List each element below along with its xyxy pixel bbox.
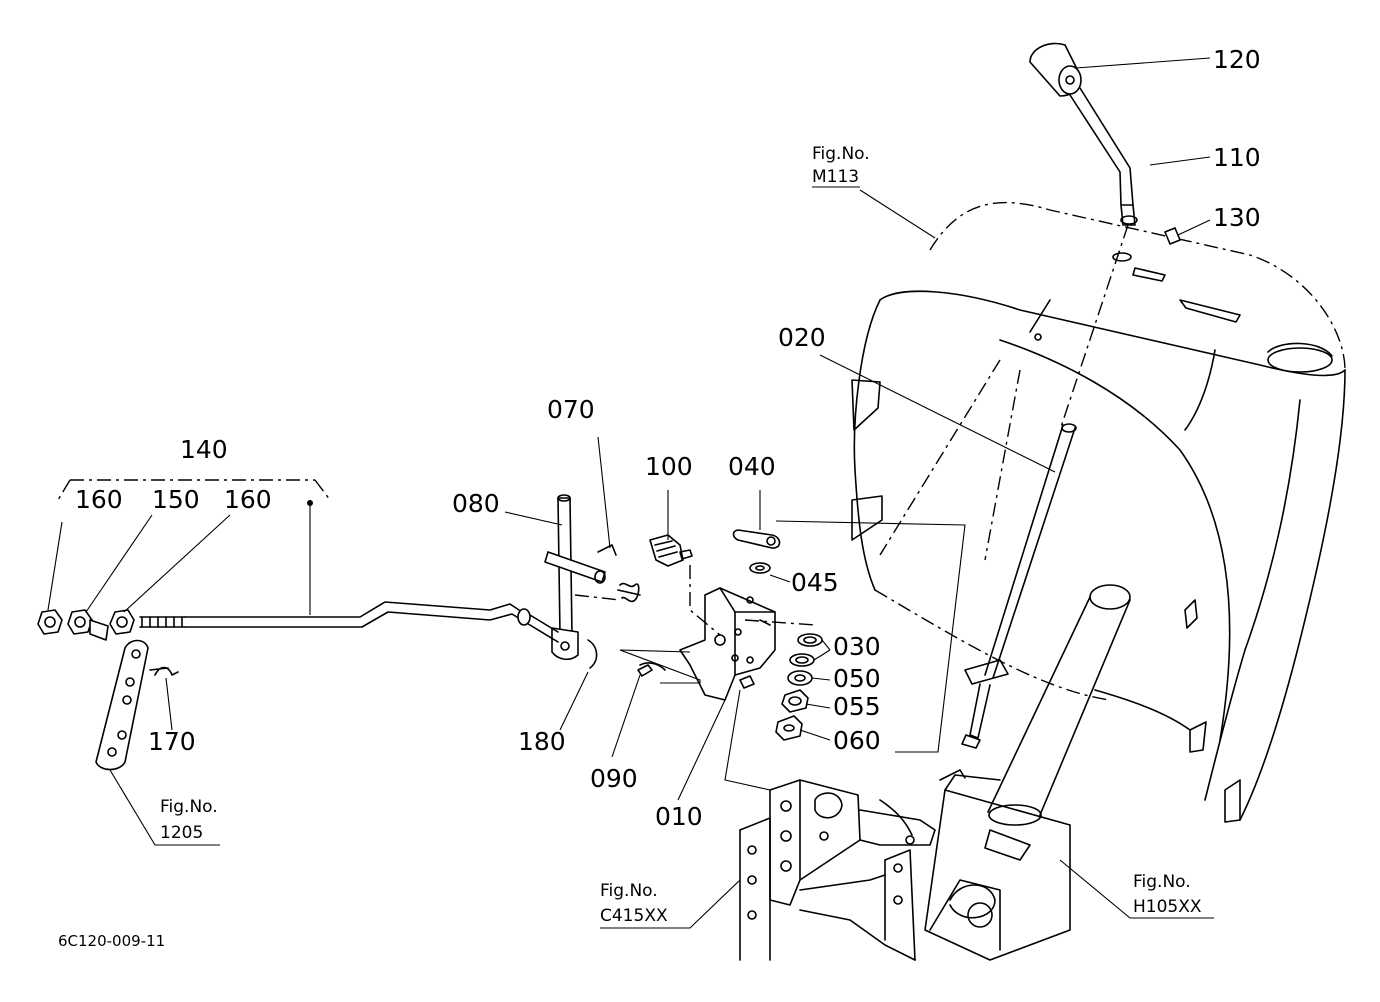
rod-nuts xyxy=(37,609,135,641)
part-label: 110 xyxy=(1213,143,1261,172)
part-label: 160 xyxy=(224,485,272,514)
part-label: 070 xyxy=(547,395,595,424)
part-label: 090 xyxy=(590,764,638,793)
shift-arm xyxy=(544,494,617,669)
shift-rod xyxy=(139,601,559,643)
steering-column xyxy=(924,584,1131,961)
part-label: 170 xyxy=(148,727,196,756)
part-label: 060 xyxy=(833,726,881,755)
part-label: 120 xyxy=(1213,45,1261,74)
shift-lever xyxy=(1029,42,1181,431)
part-label: 180 xyxy=(518,727,566,756)
part-label: 080 xyxy=(452,489,500,518)
shift-bracket xyxy=(679,587,776,701)
part-label: 010 xyxy=(655,802,703,831)
part-label: 150 xyxy=(152,485,200,514)
dash-panel xyxy=(851,201,1346,823)
figure-ref-label: Fig.No. xyxy=(1133,872,1191,892)
part-label: 100 xyxy=(645,452,693,481)
part-label: 030 xyxy=(833,632,881,661)
figure-ref-code: H105XX xyxy=(1133,897,1202,917)
part-label: 045 xyxy=(791,568,839,597)
leader-lines xyxy=(47,57,1214,929)
part-label: 160 xyxy=(75,485,123,514)
figure-ref-code: 1205 xyxy=(160,823,203,843)
control-rod xyxy=(879,359,1077,749)
figure-references: Fig.No. M113 Fig.No. 1205 Fig.No. C415XX… xyxy=(160,144,1202,926)
part-label: 140 xyxy=(180,435,228,464)
spring-and-pin xyxy=(617,534,693,677)
part-label: 050 xyxy=(833,664,881,693)
drawing-code: 6C120-009-11 xyxy=(58,932,165,950)
figure-ref-code: M113 xyxy=(812,167,859,187)
link-plate xyxy=(95,639,179,771)
part-label: 130 xyxy=(1213,203,1261,232)
figure-ref-label: Fig.No. xyxy=(160,797,218,817)
part-label: 055 xyxy=(833,692,881,721)
figure-ref-label: Fig.No. xyxy=(600,881,658,901)
part-label: 020 xyxy=(778,323,826,352)
figure-ref-code: C415XX xyxy=(600,906,668,926)
frame-plates xyxy=(739,779,936,961)
part-label: 040 xyxy=(728,452,776,481)
figure-ref-label: Fig.No. xyxy=(812,144,870,164)
part-labels: 120 110 130 020 070 100 040 045 030 050 … xyxy=(75,45,1261,831)
reference-lines xyxy=(57,479,966,791)
